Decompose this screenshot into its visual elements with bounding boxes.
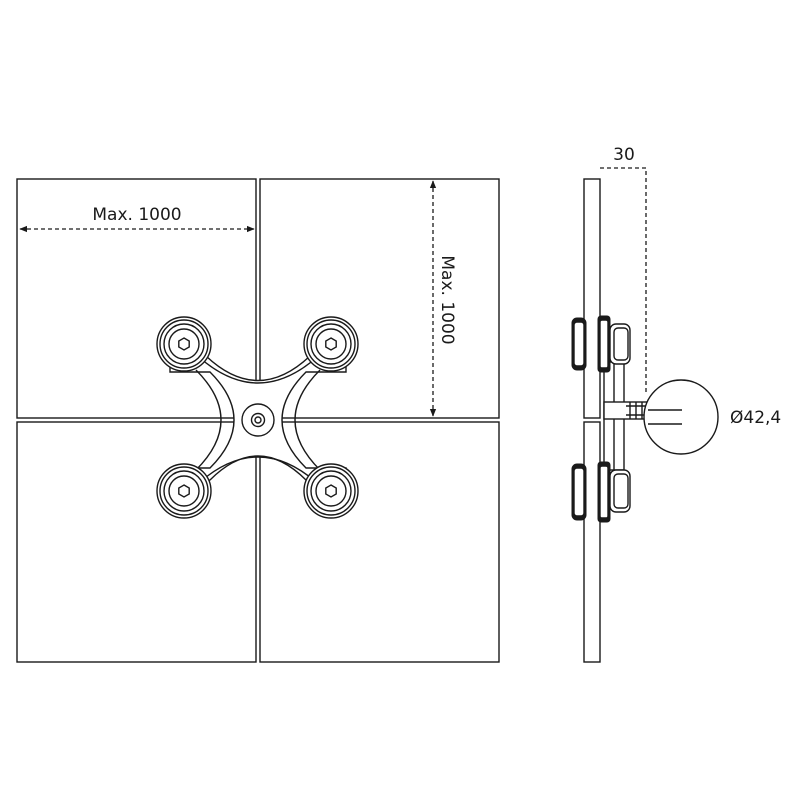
point-fitting-top-right: [303, 316, 359, 372]
front-view: Max. 1000 Max. 1000: [16, 178, 500, 663]
diameter-label: Ø42,4: [730, 408, 781, 428]
side-view: 30 Ø42,4: [571, 145, 781, 663]
spider-center-hub: [241, 403, 275, 437]
offset-dimension-line: [600, 167, 647, 392]
offset-dimension-label: 30: [613, 145, 635, 165]
height-dimension-label: Max. 1000: [437, 255, 457, 344]
support-tube-section: [643, 379, 719, 455]
spider-bracket-arms: [195, 357, 321, 483]
glass-edge-upper: [583, 178, 601, 419]
point-fitting-bottom-right: [303, 463, 359, 519]
glass-edge-lower: [583, 421, 601, 663]
point-fitting-top-left: [156, 316, 212, 372]
point-fitting-bottom-left: [156, 463, 212, 519]
point-fitting-lower-side: [571, 461, 631, 523]
point-fitting-upper-side: [571, 315, 631, 373]
width-dimension-label: Max. 1000: [92, 205, 181, 225]
